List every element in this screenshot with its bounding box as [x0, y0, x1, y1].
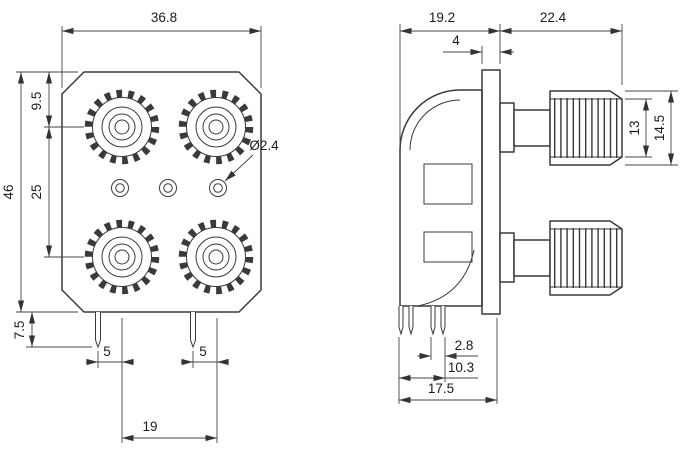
dim-pin-offset-right: 5 — [181, 344, 229, 368]
side-inner-block-bottom — [423, 231, 473, 263]
dim-knob-length: 22.4 — [500, 10, 623, 85]
dim-jack-row-offset: 9.5 — [29, 72, 84, 128]
dim-pin-group-span-label: 10.3 — [448, 360, 474, 375]
dim-pin-offset-left-label: 5 — [103, 344, 111, 359]
side-view: 19.2 22.4 4 13 14.5 — [398, 10, 678, 404]
dim-knob-diameter: 14.5 — [625, 90, 678, 166]
side-body-outline — [399, 89, 483, 307]
dim-jack-row-spacing-label: 25 — [29, 184, 44, 199]
dim-front-height-label: 46 — [1, 184, 16, 199]
dim-jack-row-spacing: 25 — [29, 126, 84, 258]
jack-top-left — [84, 89, 160, 165]
dim-hole-diameter: Ø2.4 — [224, 138, 279, 182]
dim-flange-thickness: 4 — [443, 33, 514, 64]
dim-hole-diameter-label: Ø2.4 — [249, 138, 279, 153]
side-inner-block-top — [423, 163, 473, 205]
jack-bottom-left — [84, 219, 160, 295]
front-view: 36.8 46 9.5 25 Ø2.4 — [1, 10, 279, 443]
dim-knob-diameter-label: 14.5 — [652, 115, 667, 141]
dim-pins-to-flange-label: 17.5 — [428, 381, 454, 396]
knob-bottom-shaft — [513, 239, 551, 277]
dim-front-width-label: 36.8 — [151, 10, 177, 25]
dim-front-width: 36.8 — [61, 10, 262, 88]
dim-pin-spacing: 19 — [121, 318, 218, 443]
knob-top — [499, 90, 623, 166]
dim-flange-thickness-label: 4 — [452, 33, 460, 48]
small-holes-row — [111, 179, 227, 197]
dim-pin-width: 2.8 — [417, 337, 478, 360]
dim-pin-offset-right-label: 5 — [199, 344, 207, 359]
dim-knob-face-diameter: 13 — [625, 98, 652, 158]
side-body-inner-arc — [409, 99, 461, 151]
knob-top-collar — [499, 102, 515, 153]
dim-pins-to-flange: 17.5 — [399, 318, 498, 404]
front-body-outline — [61, 71, 262, 313]
knob-bottom-collar — [499, 232, 515, 283]
dim-pin-spacing-label: 19 — [142, 419, 157, 434]
front-pin-right — [190, 312, 196, 349]
knob-bottom — [499, 220, 623, 296]
dim-knob-length-label: 22.4 — [540, 10, 567, 25]
dim-knob-face-diameter-label: 13 — [627, 120, 642, 135]
side-flange — [481, 69, 501, 315]
dim-body-depth: 19.2 — [399, 10, 501, 144]
dim-pin-offset-left: 5 — [86, 344, 134, 368]
jack-bottom-right — [178, 219, 254, 295]
dim-jack-row-offset-label: 9.5 — [29, 92, 44, 111]
jack-top-right — [178, 89, 254, 165]
side-inner-curve — [417, 249, 475, 307]
front-pin-left — [95, 312, 101, 349]
dim-pin-width-label: 2.8 — [455, 338, 474, 353]
knob-top-shaft — [513, 109, 551, 147]
dim-body-depth-label: 19.2 — [429, 10, 455, 25]
dim-pin-length: 7.5 — [12, 311, 92, 348]
side-pins — [398, 306, 446, 336]
dim-pin-group-span: 10.3 — [398, 337, 478, 404]
front-pins — [95, 312, 196, 349]
dim-pin-length-label: 7.5 — [12, 321, 27, 340]
